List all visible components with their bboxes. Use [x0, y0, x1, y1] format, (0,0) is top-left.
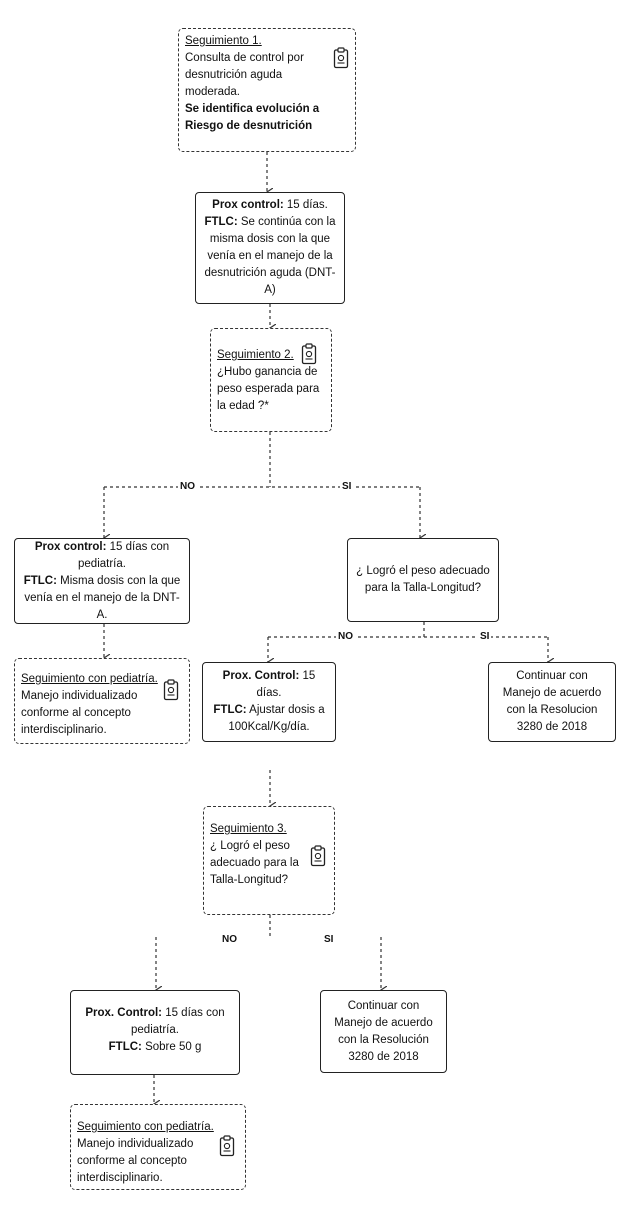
- continue-box-1: Continuar con Manejo de acuerdo con la R…: [488, 662, 616, 742]
- seguimiento-1-title: Seguimiento 1.: [185, 35, 262, 47]
- control-box-middle: Prox. Control: 15 días. FTLC: Ajustar do…: [202, 662, 336, 742]
- seguimiento-1-text: Consulta de control por desnutrición agu…: [185, 52, 304, 98]
- seguimiento-3-box: Seguimiento 3. ¿ Logró el peso adecuado …: [203, 806, 335, 915]
- branch-1-no-label: NO: [178, 481, 197, 492]
- branch-2-si-label: SI: [478, 631, 492, 642]
- clipboard-icon: [163, 679, 179, 701]
- clipboard-icon: [301, 343, 317, 365]
- control-box-middle-line1: Prox. Control: 15 días.: [222, 670, 316, 699]
- clipboard-icon: [310, 845, 326, 867]
- seguimiento-1-finding: Se identifica evolución a Riesgo de desn…: [185, 103, 320, 132]
- seguimiento-3-title: Seguimiento 3.: [210, 823, 287, 835]
- continue-box-1-text: Continuar con Manejo de acuerdo con la R…: [502, 670, 602, 733]
- branch-1-si-label: SI: [340, 481, 354, 492]
- seguimiento-1-box: Seguimiento 1. Consulta de control por d…: [178, 28, 356, 152]
- control-box-1-line1: Prox control: 15 días.: [212, 199, 328, 211]
- control-box-final-line2: FTLC: Sobre 50 g: [108, 1041, 202, 1053]
- control-box-left-line1: Prox control: 15 días con pediatría.: [34, 540, 170, 570]
- control-box-left: Prox control: 15 días con pediatría. FTL…: [14, 538, 190, 624]
- seguimiento-pediatria-2-title: Seguimiento con pediatría.: [77, 1121, 214, 1133]
- control-box-final: Prox. Control: 15 días con pediatría. FT…: [70, 990, 240, 1075]
- clipboard-icon: [219, 1135, 235, 1157]
- seguimiento-pediatria-1-title: Seguimiento con pediatría.: [21, 673, 158, 685]
- seguimiento-pediatria-2-text: Manejo individualizado conforme al conce…: [77, 1138, 194, 1184]
- branch-3-si-label: SI: [322, 934, 336, 945]
- seguimiento-3-question: ¿ Logró el peso adecuado para la Talla-L…: [210, 840, 299, 886]
- control-box-final-line1: Prox. Control: 15 días con pediatría.: [85, 1007, 225, 1036]
- seguimiento-pediatria-1-text: Manejo individualizado conforme al conce…: [21, 690, 138, 736]
- control-box-1-line2: FTLC: Se continúa con la misma dosis con…: [204, 216, 336, 296]
- clipboard-icon: [333, 47, 349, 69]
- control-box-left-line2: FTLC: Misma dosis con la que venía en el…: [23, 574, 181, 621]
- seguimiento-2-title: Seguimiento 2.: [217, 349, 294, 361]
- seguimiento-pediatria-box-2: Seguimiento con pediatría. Manejo indivi…: [70, 1104, 246, 1190]
- continue-box-2: Continuar con Manejo de acuerdo con la R…: [320, 990, 447, 1073]
- seguimiento-pediatria-box-1: Seguimiento con pediatría. Manejo indivi…: [14, 658, 190, 744]
- branch-3-no-label: NO: [220, 934, 239, 945]
- control-box-1: Prox control: 15 días. FTLC: Se continúa…: [195, 192, 345, 304]
- branch-2-no-label: NO: [336, 631, 355, 642]
- seguimiento-2-question: ¿Hubo ganancia de peso esperada para la …: [217, 366, 320, 412]
- continue-box-2-text: Continuar con Manejo de acuerdo con la R…: [334, 999, 433, 1063]
- seguimiento-2-box: Seguimiento 2. ¿Hubo ganancia de peso es…: [210, 328, 332, 432]
- control-box-middle-line2: FTLC: Ajustar dosis a 100Kcal/Kg/día.: [213, 704, 325, 733]
- question-box-right: ¿ Logró el peso adecuado para la Talla-L…: [347, 538, 499, 622]
- question-box-right-text: ¿ Logró el peso adecuado para la Talla-L…: [356, 565, 490, 594]
